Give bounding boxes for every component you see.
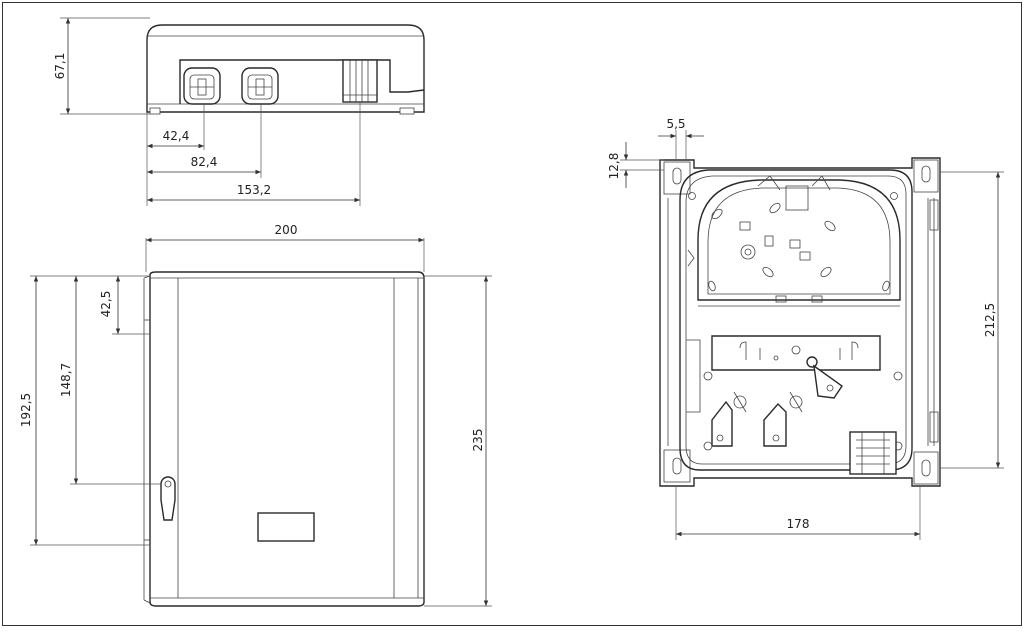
dim-inner-height: 212,5 xyxy=(983,303,997,337)
splice-tray-slots xyxy=(708,202,890,303)
dim-tab-width: 5,5 xyxy=(666,117,685,131)
adapter-holders xyxy=(711,391,803,447)
inner-view-dimensions: 5,5 12,8 212,5 178 xyxy=(607,117,1004,540)
dim-port2-offset: 82,4 xyxy=(191,155,218,169)
top-port-2 xyxy=(241,67,279,105)
dim-front-width: 200 xyxy=(275,223,298,237)
front-view xyxy=(143,271,425,607)
keyhole-lock xyxy=(160,476,176,521)
top-view-dimensions: 67,1 42,4 82,4 153,2 xyxy=(53,17,361,206)
dim-front-lower: 192,5 xyxy=(19,393,33,427)
inner-connector-block xyxy=(849,431,897,475)
dim-port3-offset: 153,2 xyxy=(237,183,271,197)
dim-tab-height: 12,8 xyxy=(607,153,621,180)
dim-lock-height: 148,7 xyxy=(59,363,73,397)
inner-view xyxy=(659,157,941,487)
dim-front-height: 235 xyxy=(471,429,485,452)
label-window xyxy=(257,512,315,542)
top-port-1 xyxy=(183,67,221,105)
dim-inner-width: 178 xyxy=(787,517,810,531)
dim-top-height: 67,1 xyxy=(53,53,67,80)
top-view xyxy=(146,24,425,115)
top-connector-block xyxy=(342,59,378,103)
dim-hole-offset: 42,5 xyxy=(99,291,113,318)
front-view-dimensions: 200 235 42,5 148,7 192,5 xyxy=(19,223,492,607)
dim-port1-offset: 42,4 xyxy=(163,129,190,143)
